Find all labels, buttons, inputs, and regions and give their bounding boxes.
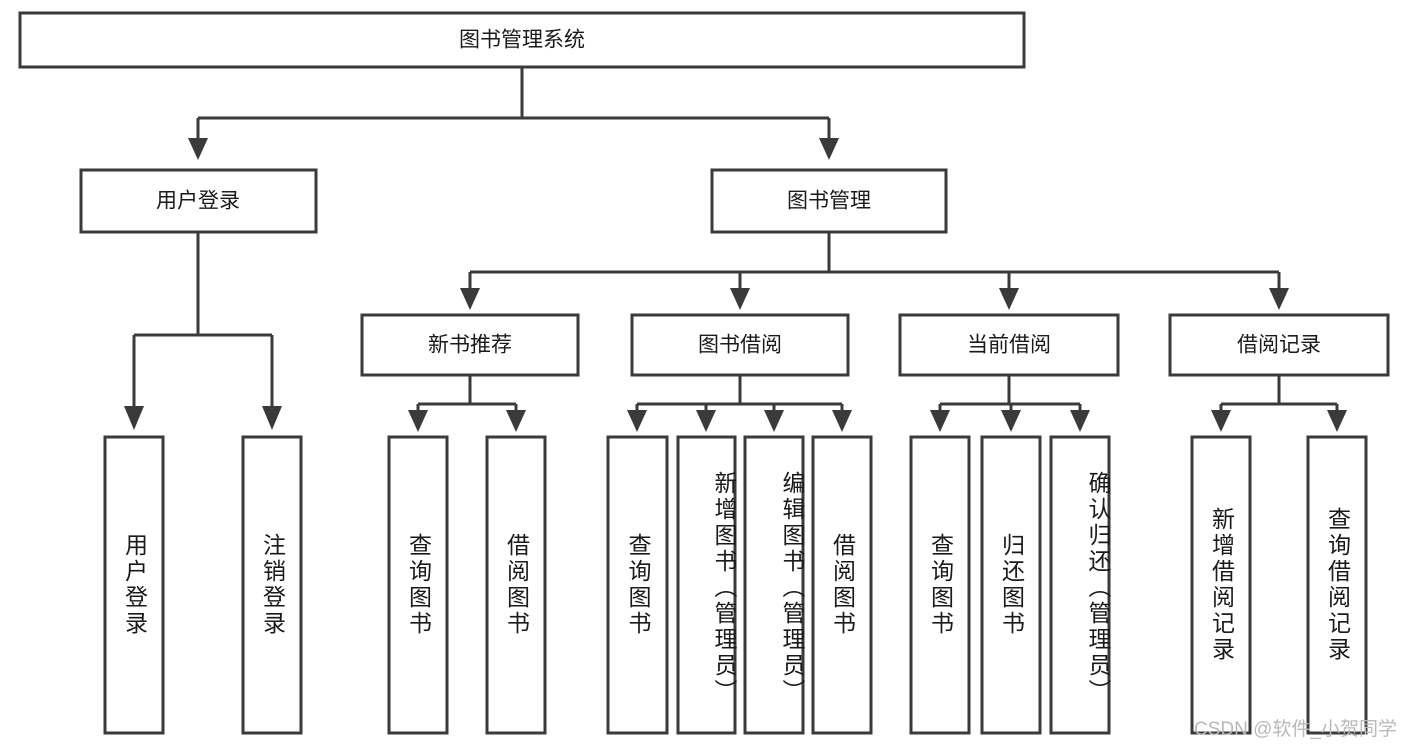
arrow-head-leaf-borrow-book-2	[832, 410, 852, 432]
arrow-head-book-manage	[819, 138, 839, 160]
node-root-label: 图书管理系统	[459, 29, 585, 52]
connector-group-current-borrow-to-leaves	[930, 375, 1090, 432]
node-new-book-recommend[interactable]: 新书推荐	[360, 313, 580, 377]
arrow-head-leaf-add-book	[696, 410, 716, 432]
arrow-head-leaf-logout	[262, 406, 282, 430]
node-user-login[interactable]: 用户登录	[79, 168, 318, 234]
node-book-manage-box[interactable]	[710, 168, 948, 234]
node-new-book-recommend-box[interactable]	[360, 313, 580, 377]
node-leaf-borrow-book-2-box[interactable]	[811, 435, 873, 735]
connector-group-book-manage-to-level3	[460, 232, 1289, 310]
arrow-head-leaf-borrow-book-1	[506, 410, 526, 432]
node-root[interactable]: 图书管理系统	[18, 11, 1026, 69]
node-current-borrow[interactable]: 当前借阅	[898, 313, 1120, 377]
node-user-login-box[interactable]	[79, 168, 318, 234]
arrow-head-leaf-query-record	[1327, 410, 1347, 432]
node-book-manage[interactable]: 图书管理	[710, 168, 948, 234]
arrow-head-book-borrow	[730, 288, 750, 310]
node-leaf-add-book-box[interactable]	[676, 435, 737, 735]
node-leaf-logout-box[interactable]	[241, 435, 303, 735]
connector-group-borrow-record-to-leaves	[1211, 375, 1347, 432]
arrow-head-new-book-recommend	[460, 288, 480, 310]
arrow-head-leaf-query-book-3	[930, 410, 950, 432]
arrow-head-leaf-return-book	[1001, 410, 1021, 432]
connector-group-root-to-level2	[188, 67, 839, 160]
node-leaf-borrow-book-1-box[interactable]	[485, 435, 547, 735]
node-leaf-query-book-1-box[interactable]	[387, 435, 449, 735]
connector-group-user-login-to-leaves	[124, 232, 282, 430]
node-user-login-label: 用户登录	[156, 190, 240, 213]
node-leaf-edit-book-box[interactable]	[743, 435, 805, 735]
leaf-box-group	[103, 435, 1368, 735]
arrow-head-current-borrow	[999, 288, 1019, 310]
node-root-box[interactable]	[18, 11, 1026, 69]
connector-group-new-book-recommend-to-leaves	[408, 375, 526, 432]
node-current-borrow-label: 当前借阅	[967, 334, 1051, 357]
node-current-borrow-box[interactable]	[898, 313, 1120, 377]
arrow-head-user-login	[188, 138, 208, 160]
arrow-head-borrow-record	[1269, 288, 1289, 310]
csdn-watermark: CSDN @软件_小贺同学	[1194, 719, 1397, 740]
node-leaf-query-book-3-box[interactable]	[909, 435, 971, 735]
connector-group-book-borrow-to-leaves	[627, 375, 852, 432]
arrow-head-leaf-query-book-2	[627, 410, 647, 432]
arrow-head-leaf-edit-book	[764, 410, 784, 432]
node-borrow-record-label: 借阅记录	[1237, 334, 1321, 357]
node-leaf-user-login-box[interactable]	[103, 435, 165, 735]
node-leaf-add-record-box[interactable]	[1190, 435, 1252, 735]
node-borrow-record-box[interactable]	[1168, 313, 1390, 377]
node-leaf-query-book-2-box[interactable]	[606, 435, 669, 735]
node-book-borrow[interactable]: 图书借阅	[630, 313, 850, 377]
node-book-borrow-box[interactable]	[630, 313, 850, 377]
arrow-head-leaf-user-login	[124, 406, 144, 430]
node-leaf-confirm-return-box[interactable]	[1049, 435, 1111, 735]
arrow-head-leaf-add-record	[1211, 410, 1231, 432]
node-borrow-record[interactable]: 借阅记录	[1168, 313, 1390, 377]
node-leaf-query-record-box[interactable]	[1306, 435, 1368, 735]
node-new-book-recommend-label: 新书推荐	[428, 334, 512, 357]
node-book-manage-label: 图书管理	[787, 190, 871, 213]
arrow-head-leaf-query-book-1	[408, 410, 428, 432]
arrow-head-leaf-confirm-return	[1070, 410, 1090, 432]
node-leaf-return-book-box[interactable]	[980, 435, 1042, 735]
node-book-borrow-label: 图书借阅	[698, 334, 782, 357]
